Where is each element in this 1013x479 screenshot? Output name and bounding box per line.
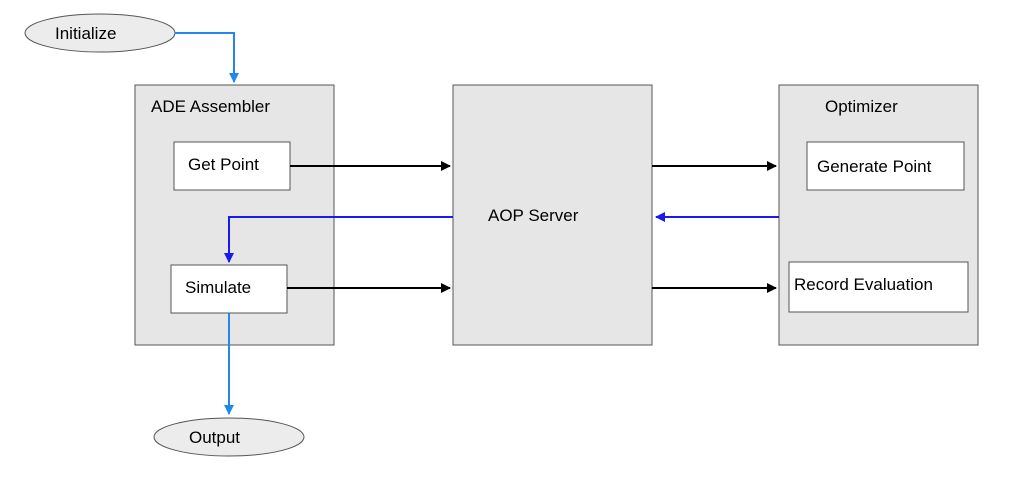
output-label: Output: [189, 428, 240, 447]
get-point-box: [173, 141, 291, 191]
simulate-label: Simulate: [185, 278, 251, 297]
generate-point-box: [806, 141, 965, 191]
record-evaluation-label: Record Evaluation: [794, 275, 933, 294]
ade-assembler-label: ADE Assembler: [151, 97, 270, 116]
aop-to-simulate-arrow: [224, 216, 453, 263]
get-point-label: Get Point: [188, 155, 259, 174]
aop-server-label: AOP Server: [488, 206, 579, 225]
optimizer-label: Optimizer: [825, 97, 898, 116]
aop-server-container: [452, 84, 653, 346]
output-ellipse: [153, 417, 305, 457]
record-evaluation-box: [788, 261, 969, 313]
generate-point-label: Generate Point: [817, 157, 932, 176]
initialize-to-ade-arrow: [175, 32, 239, 83]
initialize-label: Initialize: [55, 24, 116, 43]
